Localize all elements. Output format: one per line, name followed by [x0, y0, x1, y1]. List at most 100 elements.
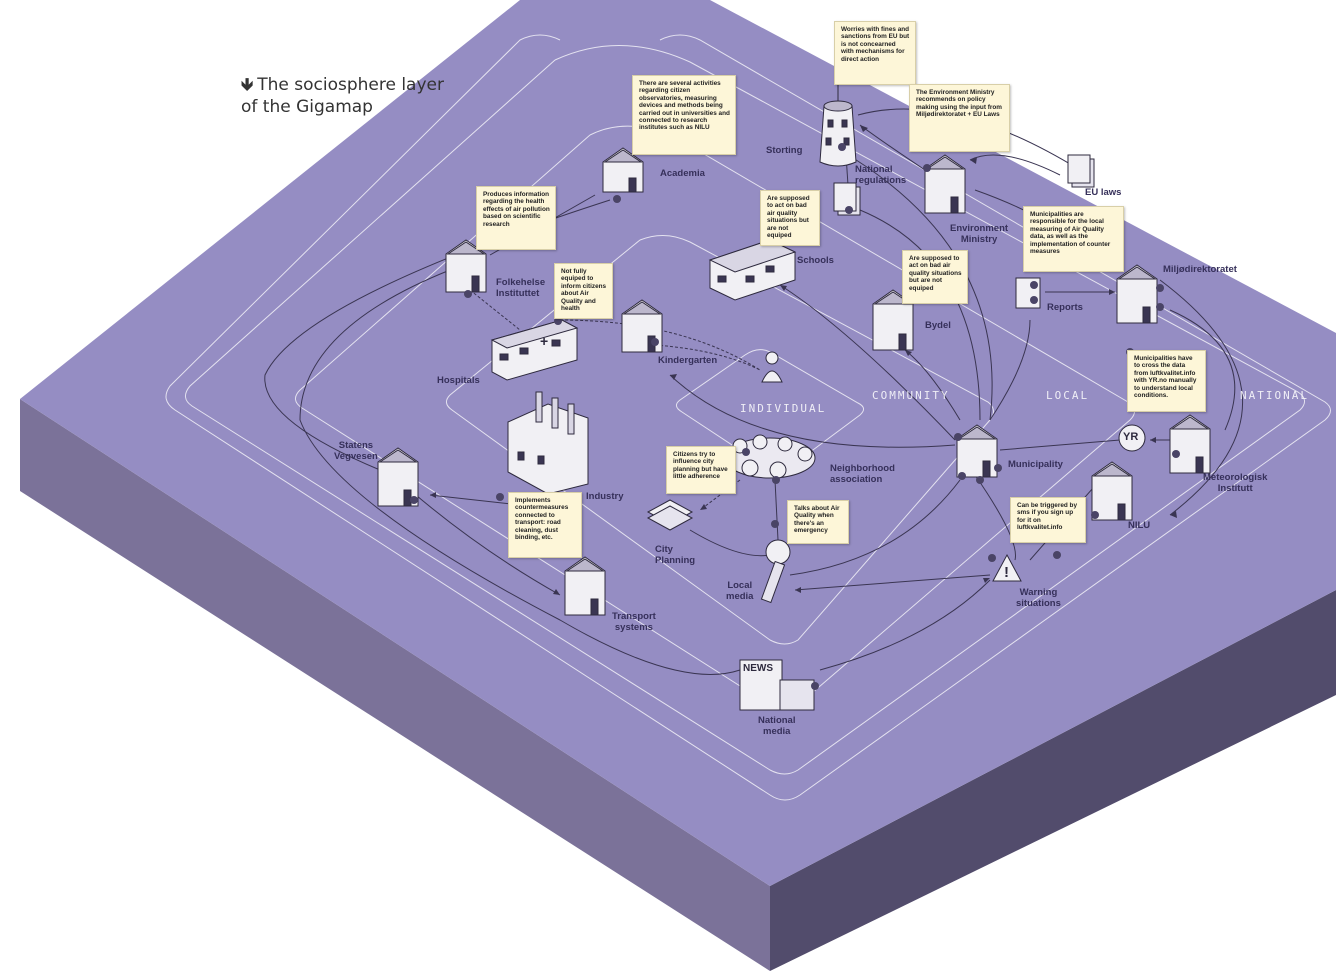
hospitals-building: +: [490, 319, 579, 381]
connector-dot: [1172, 450, 1180, 458]
connector-localmedia-cityplanning: [689, 529, 771, 557]
caption-line-2: of the Gigamap: [241, 97, 373, 117]
arrowhead-statens: [430, 492, 436, 498]
arrowhead-bydel: [905, 350, 912, 356]
academia-building: [602, 147, 644, 193]
note-city-planning: Citizens try to influence city planning …: [666, 446, 736, 494]
connector-dot: [410, 496, 418, 504]
connector-municipality-kindergarten: [669, 374, 956, 448]
block-right-face: [770, 590, 1336, 971]
connector-dot: [838, 143, 846, 151]
schools-building: [708, 239, 797, 301]
connector-nationalmedia-warning: [819, 579, 991, 671]
connector-dot: [994, 464, 1002, 472]
municipality-building: [956, 424, 998, 478]
connector-dot: [1156, 284, 1164, 292]
ring-national-inner: [185, 45, 1305, 775]
connector-industry-statens: [429, 494, 521, 506]
connector-nilu-miljo: [1169, 309, 1236, 431]
label-kindergarten: Kindergarten: [658, 355, 718, 366]
connector-dot: [958, 472, 966, 480]
connector-neighborhood-localmedia: [774, 479, 779, 541]
note-transport: Implements countermeasures connected to …: [508, 492, 582, 558]
connector-warning-localmedia: [794, 574, 991, 591]
ring-label-local: LOCAL: [1046, 389, 1090, 402]
label-industry: Industry: [586, 491, 624, 502]
national-regulations-docs: [833, 182, 861, 216]
arrowhead-kindergarten: [670, 374, 677, 380]
label-reports: Reports: [1047, 302, 1083, 313]
note-local-media: Talks about Air Quality when there's an …: [787, 500, 849, 544]
arrowhead-ministry: [970, 157, 977, 164]
nilu-building: [1091, 461, 1133, 521]
note-warning: Can be triggered by sms if you sign up f…: [1010, 497, 1086, 543]
connector-municipality-schools: [779, 284, 956, 441]
svg-text:+: +: [540, 333, 548, 349]
connector-hospitals-individual: [559, 319, 761, 371]
arrowhead-schools: [780, 285, 787, 291]
yr-logo-badge: [1118, 424, 1146, 452]
arrowhead-cityplanning: [700, 504, 707, 510]
connector-municipality-reports: [989, 319, 1031, 421]
connector-municipality-bydel: [904, 349, 961, 421]
transport-systems-building: [564, 556, 606, 616]
city-planning-blocks: [646, 499, 694, 531]
ring-national: [165, 34, 1331, 801]
label-academia: Academia: [660, 168, 705, 179]
label-schools: Schools: [797, 255, 834, 266]
label-nilu: NILU: [1128, 520, 1151, 531]
label-hospitals: Hospitals: [437, 375, 480, 386]
connector-dot: [976, 476, 984, 484]
connector-dot: [651, 338, 659, 346]
connector-dot: [1030, 281, 1038, 289]
note-academia: There are several activities regarding c…: [632, 75, 736, 155]
ring-label-community: COMMUNITY: [872, 389, 950, 402]
svg-text:!: !: [1004, 564, 1009, 581]
note-hospitals: Not fully equiped to inform citizens abo…: [554, 263, 613, 319]
note-schools: Are supposed to act on bad air quality s…: [760, 190, 820, 246]
eu-laws-docs: [1067, 154, 1095, 188]
kindergarten-building: [621, 299, 663, 353]
note-storting: Worries with fines and sanctions from EU…: [834, 21, 916, 85]
connector-dot: [954, 433, 962, 441]
label-storting: Storting: [766, 145, 803, 156]
connector-dot: [988, 554, 996, 562]
connector-dot: [811, 682, 819, 690]
individual-figure: [761, 351, 783, 383]
note-environment-ministry: The Environment Ministry recommends on p…: [909, 84, 1010, 152]
meteorologisk-building: [1169, 414, 1211, 474]
ring-community: [446, 235, 994, 645]
note-bydel: Are supposed to act on bad air quality s…: [902, 250, 968, 304]
connector-dot: [1091, 511, 1099, 519]
environment-ministry-building: [924, 154, 966, 214]
connector-dot: [613, 195, 621, 203]
ring-label-individual: INDIVIDUAL: [740, 402, 827, 415]
arrowhead-nilu: [1170, 511, 1177, 518]
arrowhead-miljo: [1109, 289, 1115, 295]
label-miljodirektoratet: Miljødirektoratet: [1163, 264, 1237, 275]
connector-municipality-warning: [974, 474, 1016, 561]
label-municipality: Municipality: [1008, 459, 1063, 470]
connector-dot: [496, 493, 504, 501]
figure-caption: 🡻The sociosphere layer of the Gigamap: [241, 74, 481, 118]
industry-building: [507, 391, 589, 495]
note-folkehelse: Produces information regarding the healt…: [476, 186, 556, 250]
block-top-face: [20, 0, 1336, 886]
connector-outer-loop: [299, 269, 741, 675]
storting-tower: [819, 59, 857, 167]
connector-dot: [1156, 303, 1164, 311]
connector-dot: [923, 164, 931, 172]
connector-yr-municipality: [999, 439, 1121, 451]
arrowhead-transport: [553, 589, 560, 595]
connector-miljo-nilu-right: [1159, 279, 1244, 516]
connector-dot: [845, 206, 853, 214]
arrow-down-icon: 🡻: [241, 75, 254, 95]
